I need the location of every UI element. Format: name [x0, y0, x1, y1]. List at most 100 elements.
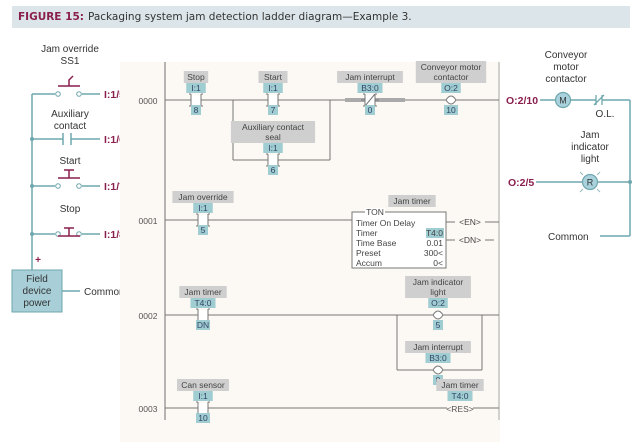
contact-body [268, 95, 278, 105]
tag-address-bg [441, 83, 461, 93]
ton-field-value: 0.01 [426, 238, 443, 248]
instruction-label-bg [230, 121, 316, 143]
en-output: <EN> [459, 217, 481, 227]
output-coil-icon [429, 310, 447, 320]
instruction-label-bg [258, 71, 288, 83]
figure-title: Packaging system jam detection ladder di… [87, 11, 412, 23]
ton-timer-block [351, 211, 447, 269]
xio-contact-icon [361, 93, 379, 107]
tag-address-bg [357, 83, 383, 93]
instruction-label: Start [264, 72, 283, 82]
junction-dot [30, 137, 34, 141]
junction-dot [30, 184, 34, 188]
terminal-icon [55, 183, 61, 189]
contact-body [268, 155, 278, 165]
tag-address-bg [263, 83, 283, 93]
tag-address: T4:0 [451, 391, 468, 401]
instruction-label: Can sensor [181, 380, 225, 390]
contact-body [198, 215, 208, 225]
tag-address-bg [425, 353, 451, 363]
tag-address: I:1 [268, 143, 278, 153]
nc-slash [364, 93, 376, 107]
instruction-label-bg [177, 379, 229, 391]
input-common-label: Common [84, 287, 125, 298]
input-address: I:1/7 [104, 181, 125, 193]
tag-address: I:1 [191, 83, 201, 93]
xic-contact-icon [194, 213, 212, 227]
pushbutton-no-icon [58, 169, 80, 179]
indicator-light-icon [581, 173, 599, 191]
plus-sign: + [35, 255, 41, 266]
ton-title-bg [365, 208, 385, 216]
tag-address: O:2 [444, 83, 458, 93]
ton-field-value: 300< [424, 248, 443, 258]
bit-address: 5 [436, 320, 441, 330]
rung-number: 0001 [139, 216, 158, 226]
instruction-label-bg [183, 71, 209, 83]
instruction-label: Jam interrupt [345, 72, 395, 82]
input-address: I:1/5 [104, 89, 125, 101]
figure-label: FIGURE 15: [18, 11, 84, 23]
instruction-label-bg [436, 379, 484, 391]
instruction-label: Jam override [178, 192, 227, 202]
tag-address-bg [263, 143, 283, 153]
figure-caption: FIGURE 15: Packaging system jam detectio… [12, 6, 630, 28]
instruction-label: Jam timer [393, 196, 430, 206]
rung-number: 0003 [139, 404, 158, 414]
res-bg [447, 403, 473, 413]
output-address: O:2/5 [508, 177, 534, 189]
ton-title: TON [366, 207, 384, 217]
tag-address-bg [428, 298, 448, 308]
output-coil-icon [429, 365, 447, 375]
input-address: I:1/6 [104, 134, 125, 146]
motor-coil-symbol: M [559, 96, 567, 106]
bit-address: 10 [198, 413, 208, 423]
xic-contact-icon [264, 153, 282, 167]
instruction-label: Jam interrupt [413, 342, 463, 352]
bit-address-bg [268, 165, 278, 175]
xic-contact-icon [187, 93, 205, 107]
bit-address-bg [365, 105, 375, 115]
contact-body [198, 403, 208, 413]
instruction-label: Jam timer [184, 287, 221, 297]
ton-field-name: Timer [356, 228, 378, 238]
tag-address-bg [190, 298, 216, 308]
bit-address: 10 [446, 105, 456, 115]
tag-address: I:1 [198, 391, 208, 401]
ton-field-name: Preset [356, 248, 381, 258]
tag-address-bg [186, 83, 206, 93]
terminal-icon [76, 183, 82, 189]
terminal-icon [76, 91, 82, 97]
ton-field-value: T4:0 [426, 228, 443, 238]
instruction-label-bg [388, 195, 436, 207]
instruction-label-bg [172, 191, 234, 203]
terminal-icon [55, 91, 61, 97]
junction-dot [30, 232, 34, 236]
contact-body [198, 310, 208, 320]
tag-address-bg [426, 228, 444, 238]
bit-address: 8 [194, 105, 199, 115]
tag-address: I:1 [268, 83, 278, 93]
instruction-label: Stop [187, 72, 205, 82]
input-device-label: Stop [60, 204, 81, 215]
tag-address: I:1 [198, 203, 208, 213]
res-instruction: <RES> [446, 404, 473, 414]
tag-address-bg [193, 391, 213, 401]
bit-address: 5 [201, 225, 206, 235]
instruction-label-bg [405, 341, 471, 353]
bit-address: 0 [368, 105, 373, 115]
tag-address-bg [447, 391, 473, 401]
bit-address: 6 [271, 165, 276, 175]
output-address: O:2/10 [506, 95, 538, 107]
